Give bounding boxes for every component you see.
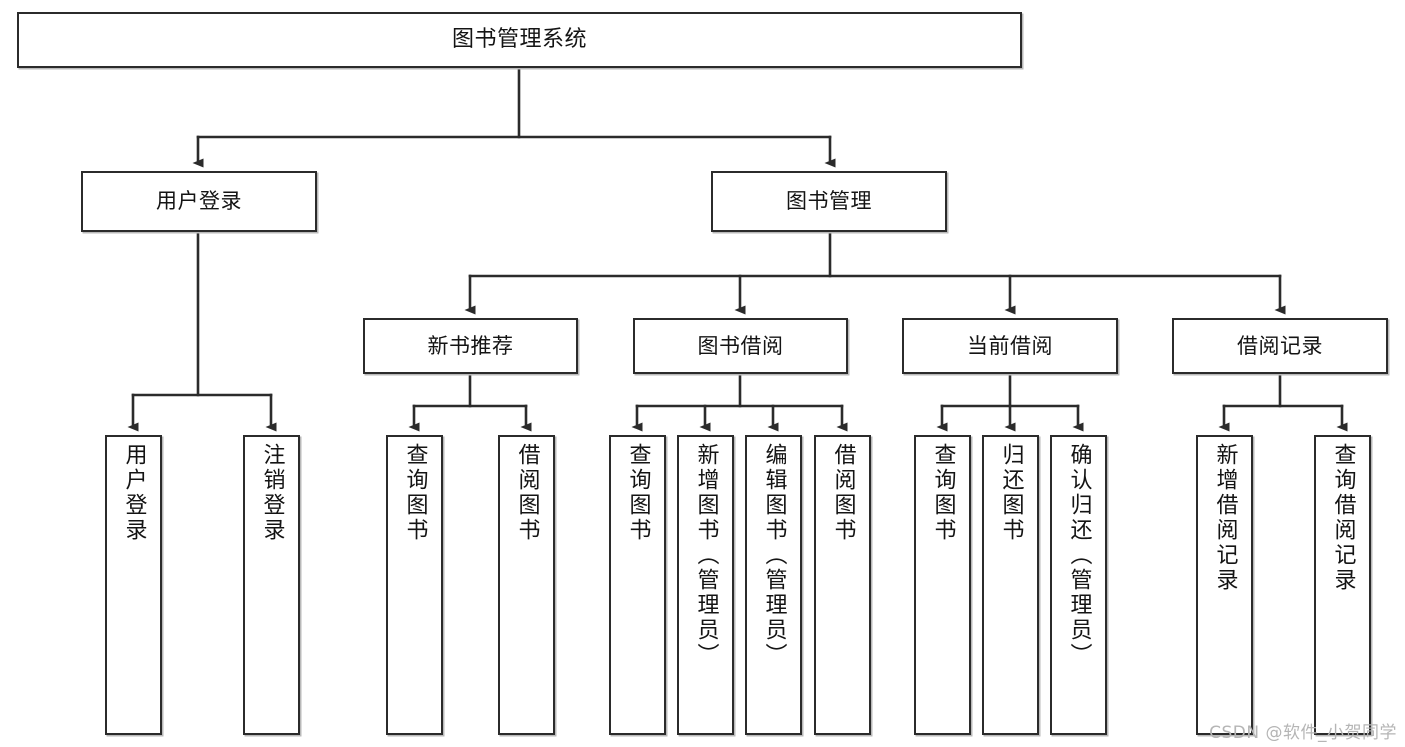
- leaf-current-borrow-return-book[interactable]: 归还图书: [982, 435, 1039, 735]
- leaf-user-login-login[interactable]: 用户登录: [105, 435, 162, 735]
- leaf-current-borrow-query-book[interactable]: 查询图书: [914, 435, 971, 735]
- node-label: 图书管理: [786, 189, 872, 214]
- csdn-watermark: CSDN @软件_小贺同学: [1209, 723, 1397, 743]
- leaf-book-borrow-add-book-admin[interactable]: 新增图书（管理员）: [677, 435, 734, 735]
- node-label: 用户登录: [121, 443, 147, 543]
- node-label: 用户登录: [156, 189, 242, 214]
- leaf-new-book-borrow-book[interactable]: 借阅图书: [498, 435, 555, 735]
- node-label: 新增借阅记录: [1212, 443, 1238, 593]
- node-user-login[interactable]: 用户登录: [81, 171, 317, 232]
- node-label: 确认归还（管理员）: [1066, 443, 1092, 668]
- node-label: 查询借阅记录: [1330, 443, 1356, 593]
- node-label: 图书管理系统: [451, 27, 587, 53]
- node-label: 查询图书: [402, 443, 428, 543]
- node-label: 注销登录: [259, 443, 285, 543]
- leaf-book-borrow-borrow-book[interactable]: 借阅图书: [814, 435, 871, 735]
- leaf-new-book-query-book[interactable]: 查询图书: [386, 435, 443, 735]
- leaf-book-borrow-edit-book-admin[interactable]: 编辑图书（管理员）: [745, 435, 802, 735]
- node-label: 图书借阅: [697, 333, 784, 358]
- node-root-book-management-system[interactable]: 图书管理系统: [17, 12, 1022, 68]
- leaf-user-login-logout[interactable]: 注销登录: [243, 435, 300, 735]
- node-label: 归还图书: [998, 443, 1024, 543]
- node-label: 当前借阅: [967, 333, 1053, 358]
- node-label: 编辑图书（管理员）: [761, 443, 787, 668]
- node-new-book-recommend[interactable]: 新书推荐: [363, 318, 578, 374]
- node-label: 借阅图书: [830, 443, 856, 543]
- leaf-current-borrow-confirm-return-admin[interactable]: 确认归还（管理员）: [1050, 435, 1107, 735]
- leaf-borrow-record-add-record[interactable]: 新增借阅记录: [1196, 435, 1253, 735]
- node-book-management[interactable]: 图书管理: [711, 171, 947, 232]
- node-current-borrow[interactable]: 当前借阅: [902, 318, 1118, 374]
- node-label: 借阅记录: [1237, 333, 1323, 358]
- node-label: 借阅图书: [514, 443, 540, 543]
- leaf-borrow-record-query-record[interactable]: 查询借阅记录: [1314, 435, 1371, 735]
- leaf-book-borrow-query-book[interactable]: 查询图书: [609, 435, 666, 735]
- node-label: 新增图书（管理员）: [693, 443, 719, 668]
- node-book-borrow[interactable]: 图书借阅: [633, 318, 848, 374]
- node-label: 查询图书: [930, 443, 956, 543]
- node-borrow-record[interactable]: 借阅记录: [1172, 318, 1388, 374]
- node-label: 新书推荐: [427, 333, 514, 358]
- node-label: 查询图书: [625, 443, 651, 543]
